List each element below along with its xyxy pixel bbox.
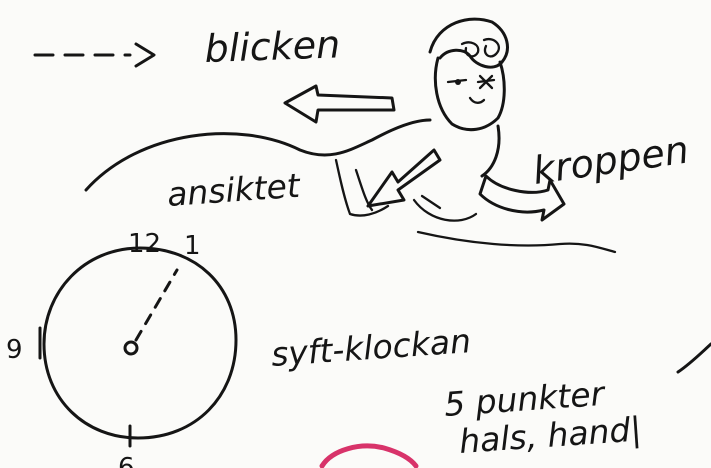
pink-marker-arc — [322, 446, 416, 466]
face-label: ansiktet — [166, 166, 302, 214]
edge-stroke — [678, 344, 711, 372]
person-face-icon — [430, 19, 507, 130]
body-label: kroppen — [530, 128, 691, 193]
dashed-arrow-icon — [35, 44, 154, 66]
clock-title: syft-klockan — [270, 321, 472, 374]
gaze-label: blicken — [204, 22, 341, 71]
clock-mark-1: 1 — [184, 231, 201, 261]
clock-dial — [40, 248, 236, 446]
face-arrow-icon — [368, 150, 440, 206]
clock-mark-6: 6 — [118, 453, 135, 468]
clock-mark-9: 9 — [6, 335, 23, 365]
gaze-arrow-icon — [285, 86, 394, 122]
clock-mark-12: 12 — [128, 229, 161, 259]
